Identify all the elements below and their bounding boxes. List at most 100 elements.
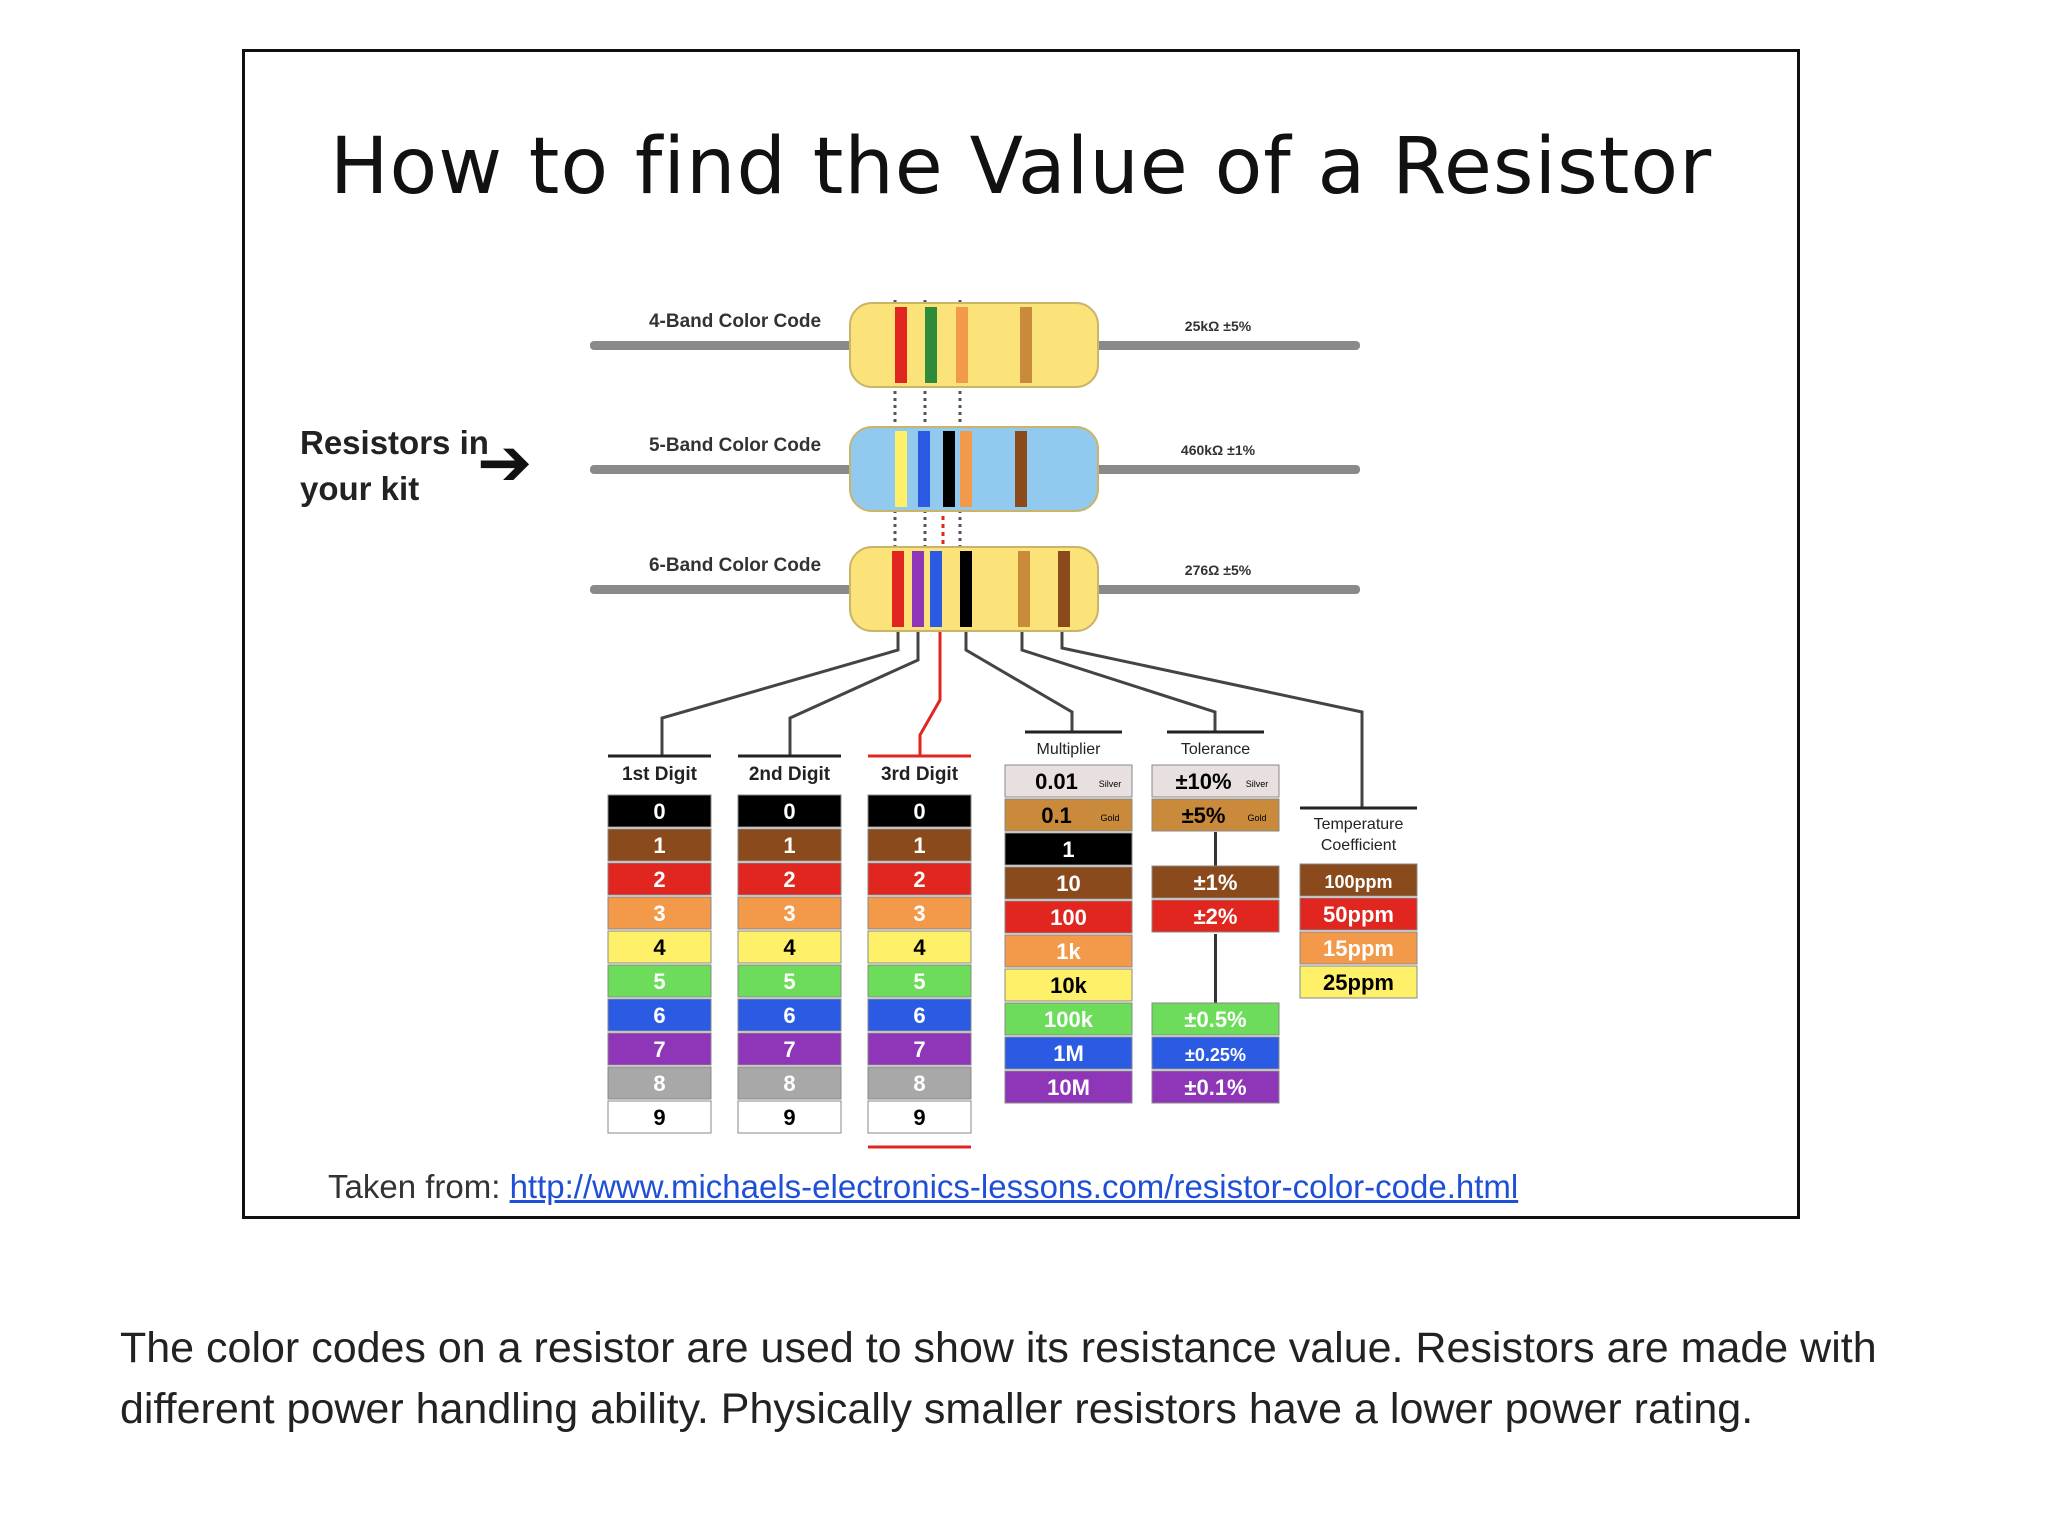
resistor-body-waist (905, 559, 1040, 619)
temperature-label: 25ppm (1323, 970, 1394, 995)
multiplier-cell (1004, 900, 1133, 934)
kit-label: Resistors in your kit (300, 424, 489, 507)
digit-label: 8 (653, 1071, 665, 1096)
digit-label: 0 (913, 799, 925, 824)
tolerance-cell (1151, 764, 1280, 798)
temperature-label: 15ppm (1323, 936, 1394, 961)
wire-3rd-digit (918, 630, 942, 756)
color-band (925, 307, 937, 383)
tolerance-cell (1151, 1002, 1280, 1036)
wire-tolerance (1020, 630, 1217, 732)
resistor-value: 25kΩ ±5% (1185, 318, 1252, 334)
digit-label: 3 (653, 901, 665, 926)
multiplier-sublabel: Gold (1100, 813, 1119, 823)
temperature-cell (1299, 931, 1418, 965)
color-band (912, 551, 924, 627)
digit-label: 1 (783, 833, 795, 858)
tolerance-header: Tolerance (1181, 741, 1250, 758)
color-band (918, 431, 930, 507)
multiplier-label: 100 (1050, 905, 1087, 930)
digit-label: 2 (913, 867, 925, 892)
tolerance-sublabel: Silver (1246, 779, 1269, 789)
resistor-label: 6-Band Color Code (649, 555, 821, 576)
tolerance-cell (1151, 1070, 1280, 1104)
tolerance-label: ±0.5% (1184, 1007, 1246, 1032)
multiplier-label: 100k (1044, 1007, 1094, 1032)
digit-cell (607, 998, 712, 1032)
multiplier-cell (1004, 968, 1133, 1002)
digit-label: 5 (653, 969, 665, 994)
digit-label: 8 (913, 1071, 925, 1096)
resistor-lead-right (1090, 341, 1360, 350)
color-band (956, 307, 968, 383)
digit-cell (867, 896, 972, 930)
column-header: 1st Digit (622, 764, 698, 785)
digit-label: 1 (913, 833, 925, 858)
digit-cell (867, 862, 972, 896)
temperature-header: Temperature (1314, 816, 1404, 833)
color-band (895, 307, 907, 383)
page-title: How to find the Value of a Resistor (329, 122, 1713, 212)
wire-multiplier (964, 630, 1074, 732)
color-band (892, 551, 904, 627)
digit-cell (867, 794, 972, 828)
digit-label: 8 (783, 1071, 795, 1096)
source-link[interactable]: http://www.michaels-electronics-lessons.… (509, 1168, 1519, 1205)
tolerance-cell (1151, 1036, 1280, 1070)
digit-cell (607, 1066, 712, 1100)
column-header: 2nd Digit (749, 764, 831, 785)
temperature-header: Coefficient (1321, 837, 1397, 854)
temperature-label: 100ppm (1324, 872, 1392, 892)
tolerance-sublabel: Gold (1247, 813, 1266, 823)
temperature-cell (1299, 965, 1418, 999)
digit-label: 2 (653, 867, 665, 892)
digit-cell (607, 1100, 712, 1134)
tolerance-label: ±2% (1194, 904, 1238, 929)
color-band (1018, 551, 1030, 627)
digit-cell (607, 1032, 712, 1066)
digit-cell (607, 828, 712, 862)
multiplier-sublabel: Silver (1099, 779, 1122, 789)
tolerance-cell (1151, 899, 1280, 933)
digit-label: 9 (653, 1105, 665, 1130)
digit-cell (607, 964, 712, 998)
right-arrow-icon: ➔ (477, 424, 533, 501)
tolerance-label: ±1% (1194, 870, 1238, 895)
color-band (1058, 551, 1070, 627)
multiplier-label: 1 (1062, 837, 1074, 862)
multiplier-cell (1004, 934, 1133, 968)
digit-cell (867, 998, 972, 1032)
tolerance-label: ±0.25% (1185, 1045, 1246, 1065)
resistor-value: 276Ω ±5% (1185, 562, 1252, 578)
digit-cell (867, 1100, 972, 1134)
multiplier-cell (1004, 832, 1133, 866)
digit-label: 9 (913, 1105, 925, 1130)
digit-cell (737, 828, 842, 862)
tolerance-label: ±10% (1175, 769, 1231, 794)
digit-label: 6 (653, 1003, 665, 1028)
digit-label: 9 (783, 1105, 795, 1130)
digit-cell (737, 998, 842, 1032)
color-band (1020, 307, 1032, 383)
multiplier-label: 1k (1056, 939, 1081, 964)
digit-cell (607, 896, 712, 930)
temperature-cell (1299, 897, 1418, 931)
tolerance: ±10%Silver±5%Gold±1%±2%±0.5%±0.25%±0.1% (1151, 764, 1280, 1104)
color-band (895, 431, 907, 507)
digit-cell (737, 1032, 842, 1066)
digit-cell (737, 896, 842, 930)
multiplier-label: 10M (1047, 1075, 1090, 1100)
multiplier-cell (1004, 798, 1133, 832)
digit-label: 7 (913, 1037, 925, 1062)
tolerance-cell (1151, 865, 1280, 899)
color-band (943, 431, 955, 507)
digit-label: 0 (653, 799, 665, 824)
color-band (960, 431, 972, 507)
